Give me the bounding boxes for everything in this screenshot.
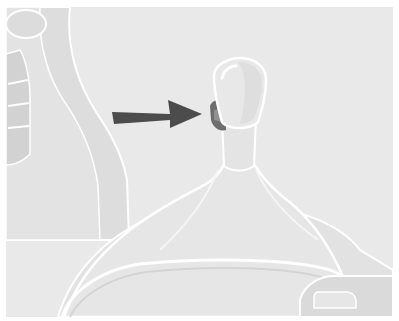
upper-knob bbox=[6, 10, 46, 38]
vent-block bbox=[6, 50, 30, 165]
lower-right-button bbox=[314, 292, 356, 308]
